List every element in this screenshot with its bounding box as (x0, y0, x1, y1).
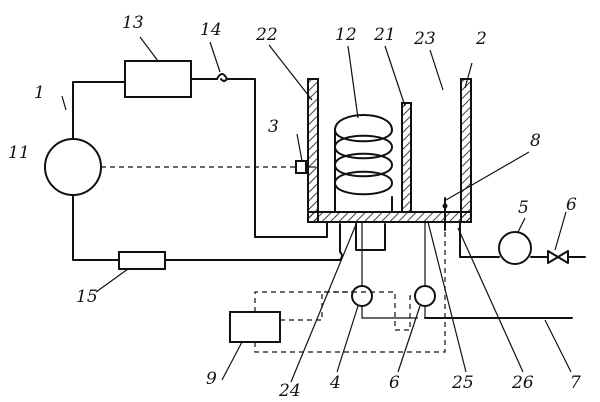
label-23: 23 (413, 29, 436, 49)
heating-coil (334, 114, 393, 213)
label-22: 22 (255, 25, 278, 45)
label-13: 13 (122, 13, 144, 33)
control-line-9-to-6 (254, 291, 415, 331)
label-25: 25 (451, 373, 474, 393)
pump-5-circle (498, 231, 532, 265)
compressor-circle (44, 138, 102, 196)
pump-4-circle (351, 285, 373, 307)
label-11: 11 (8, 143, 30, 163)
label-4: 4 (329, 373, 341, 393)
pump-4-outlet-pipe (361, 306, 418, 319)
label-6-top: 6 (566, 195, 577, 215)
controller-9-box (229, 311, 281, 343)
sensor-3 (295, 160, 307, 174)
valve-6-symbol (547, 250, 569, 264)
component-13-box (124, 60, 192, 98)
leader-lines (61, 36, 572, 383)
label-9: 9 (206, 369, 217, 389)
pipe-14-to-tank (226, 78, 328, 238)
control-line-9-to-4 (280, 291, 352, 321)
component-15-box (118, 251, 166, 270)
tank-inner-partition (401, 102, 412, 213)
label-5: 5 (518, 198, 529, 218)
label-24: 24 (278, 381, 301, 401)
label-8: 8 (530, 131, 541, 151)
label-21: 21 (373, 25, 396, 45)
label-7: 7 (570, 373, 581, 393)
outlet-pipe (459, 221, 500, 258)
label-12: 12 (335, 25, 357, 45)
tank-outer-left-wall (307, 78, 319, 223)
label-3: 3 (268, 117, 279, 137)
valve-14-coil (216, 73, 228, 82)
tank-outer-right-wall (460, 78, 472, 223)
tank-bottom-plate (307, 211, 472, 223)
pipe-tank-bottom-loop (339, 223, 386, 261)
sensor-8-dot (442, 203, 448, 209)
label-14: 14 (200, 20, 222, 40)
lower-valve-6-circle (414, 285, 436, 307)
label-2: 2 (475, 29, 487, 49)
label-6-bottom: 6 (389, 373, 400, 393)
label-26: 26 (511, 373, 534, 393)
label-15: 15 (76, 287, 98, 307)
label-1: 1 (34, 83, 45, 103)
pipe-compressor-to-13 (72, 81, 126, 140)
pipe-compressor-to-15 (72, 194, 120, 261)
